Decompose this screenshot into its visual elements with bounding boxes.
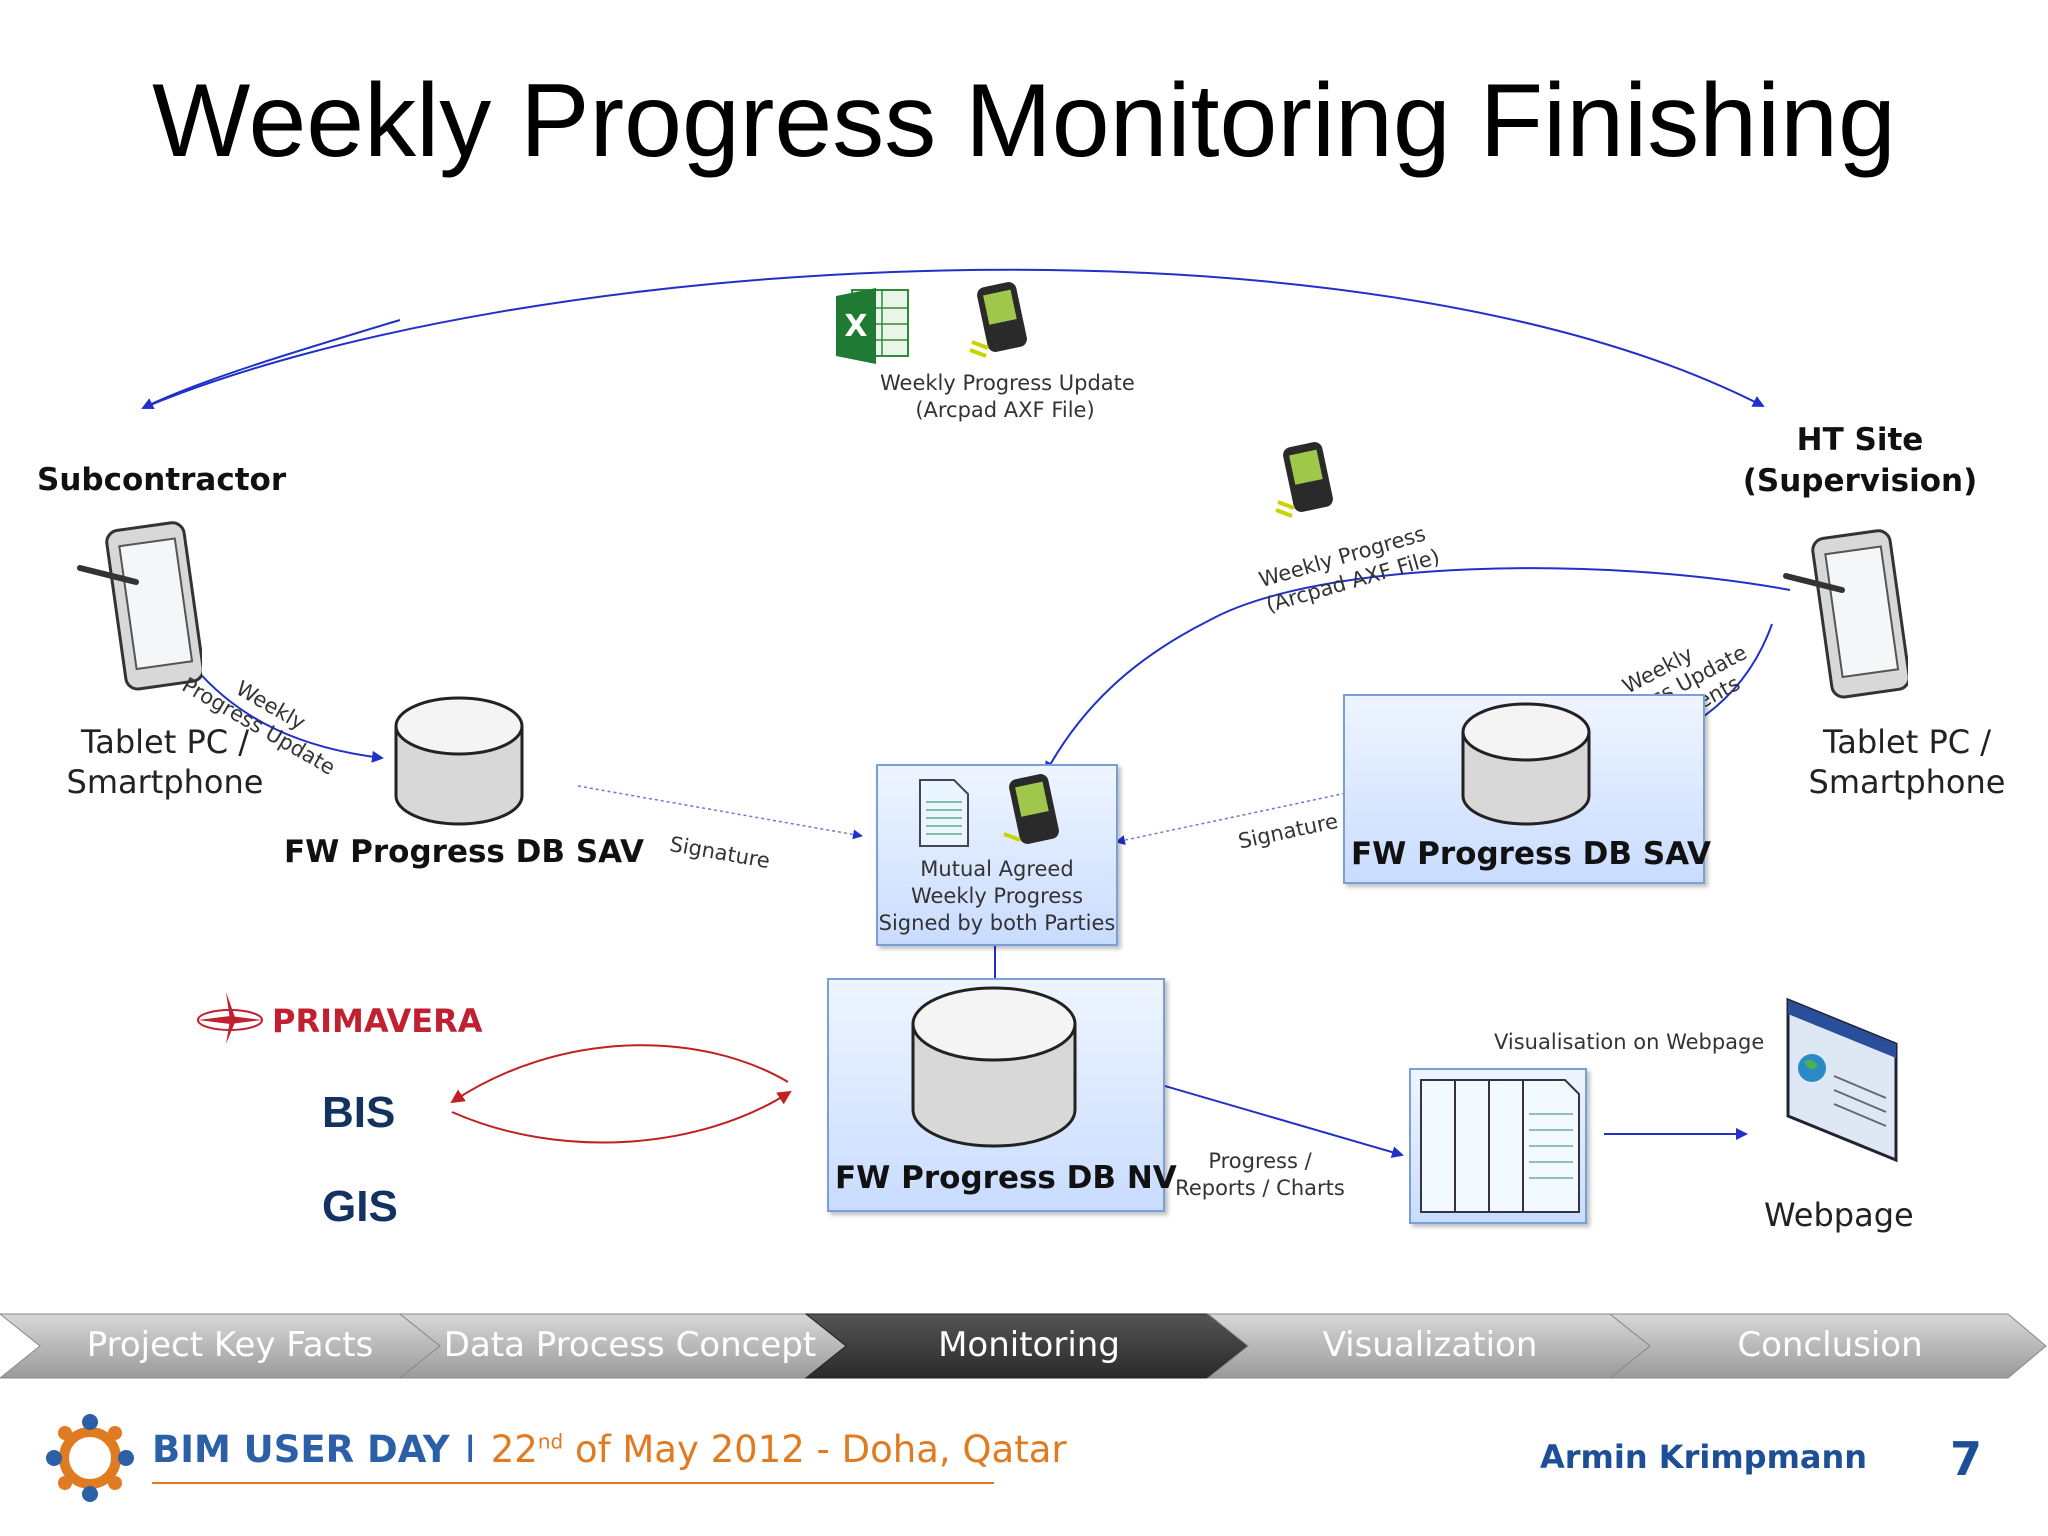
footer-date: 22nd of May 2012 - Doha, Qatar	[491, 1428, 1067, 1471]
top-exchange-label: Weekly Progress Update (Arcpad AXF File)	[880, 370, 1135, 424]
tablet-icon-right	[1783, 529, 1908, 699]
subcontractor-device-label: Tablet PC / Smartphone	[60, 722, 270, 802]
nv-db-label: FW Progress DB NV	[835, 1160, 1177, 1196]
left-update-arrow	[194, 667, 384, 763]
excel-icon: X	[836, 288, 909, 364]
supervision-heading-line2: (Supervision)	[1742, 463, 1978, 499]
reports-label-line2: Reports / Charts	[1175, 1176, 1345, 1200]
webpage-label: Webpage	[1764, 1196, 1914, 1234]
visualisation-label: Visualisation on Webpage	[1494, 1030, 1765, 1054]
supervision-device-label-line1: Tablet PC /	[1822, 723, 1992, 761]
bim-user-day-logo-icon	[46, 1414, 134, 1502]
reports-label: Progress / Reports / Charts	[1170, 1148, 1350, 1202]
subcontractor-device-label-line1: Tablet PC /	[80, 723, 250, 761]
nav-item-project-key-facts[interactable]: Project Key Facts	[86, 1325, 374, 1365]
top-exchange-label-line2: (Arcpad AXF File)	[915, 398, 1095, 422]
agreement-label-line2: Weekly Progress	[910, 884, 1084, 908]
subcontractor-db-label: FW Progress DB SAV	[284, 834, 645, 870]
nav-chevron-5	[1608, 1313, 2047, 1379]
agreement-box: Mutual Agreed Weekly Progress Signed by …	[876, 764, 1118, 946]
agreement-label: Mutual Agreed Weekly Progress Signed by …	[878, 856, 1116, 937]
supervision-db-box: FW Progress DB SAV	[1343, 694, 1711, 884]
nav-item-conclusion[interactable]: Conclusion	[1737, 1325, 1923, 1365]
nav-item-data-process-concept[interactable]: Data Process Concept	[443, 1325, 817, 1365]
top-exchange-label-line1: Weekly Progress Update	[880, 371, 1135, 395]
footer-event: BIM USER DAY I 22nd of May 2012 - Doha, …	[152, 1428, 1067, 1471]
primavera-logo-icon	[197, 992, 263, 1044]
supervision-heading: HT Site (Supervision)	[1740, 420, 1980, 502]
agreement-label-line1: Mutual Agreed	[920, 857, 1074, 881]
footer-event-name: BIM USER DAY	[152, 1428, 450, 1471]
arcpad-device-icon-right	[1275, 442, 1333, 518]
nv-db-icon	[911, 986, 1077, 1148]
footer-date-sup: nd	[537, 1429, 564, 1454]
footer-author: Armin Krimpmann	[1540, 1438, 1868, 1476]
subcontractor-db-icon	[394, 696, 524, 826]
nav-item-visualization[interactable]: Visualization	[1322, 1325, 1538, 1365]
svg-text:X: X	[844, 309, 867, 344]
webpage-icon	[1786, 997, 1898, 1163]
reports-box	[1409, 1068, 1587, 1224]
nav-item-monitoring[interactable]: Monitoring	[938, 1325, 1120, 1365]
supervision-device-label: Tablet PC / Smartphone	[1800, 722, 2014, 802]
agreement-label-line3: Signed by both Parties	[878, 911, 1116, 935]
subcontractor-heading: Subcontractor	[37, 462, 287, 498]
integration-arc-top	[450, 1044, 789, 1104]
document-icon	[919, 779, 969, 847]
section-navbar	[0, 1313, 2047, 1379]
supervision-db-icon	[1461, 702, 1591, 826]
integration-arc-bottom	[451, 1090, 792, 1144]
arcpad-device-icon	[969, 282, 1027, 358]
top-exchange-arc-left-head	[141, 319, 401, 409]
signature-left-line	[577, 785, 863, 840]
primavera-logo-text: PRIMAVERA	[272, 1002, 483, 1040]
footer-date-rest: of May 2012 - Doha, Qatar	[563, 1428, 1067, 1471]
supervision-db-label: FW Progress DB SAV	[1351, 836, 1712, 872]
subcontractor-device-label-line2: Smartphone	[66, 763, 264, 801]
reports-documents-icon	[1420, 1079, 1580, 1213]
top-exchange-arc	[142, 268, 1765, 409]
footer-divider	[152, 1482, 994, 1484]
arcpad-device-icon-box	[1003, 774, 1059, 844]
tablet-icon	[77, 521, 202, 691]
nv-db-box: FW Progress DB NV	[827, 978, 1177, 1212]
slide-title: Weekly Progress Monitoring Finishing	[152, 63, 1896, 179]
footer-separator: I	[464, 1428, 476, 1471]
supervision-device-label-line2: Smartphone	[1808, 763, 2006, 801]
bis-label: BIS	[322, 1088, 396, 1137]
right-exchange-arrow	[1045, 567, 1791, 774]
page-number: 7	[1950, 1432, 1983, 1486]
footer-date-day: 22	[490, 1428, 538, 1471]
supervision-heading-line1: HT Site	[1796, 422, 1924, 458]
gis-label: GIS	[322, 1182, 398, 1231]
reports-label-line1: Progress /	[1208, 1149, 1312, 1173]
